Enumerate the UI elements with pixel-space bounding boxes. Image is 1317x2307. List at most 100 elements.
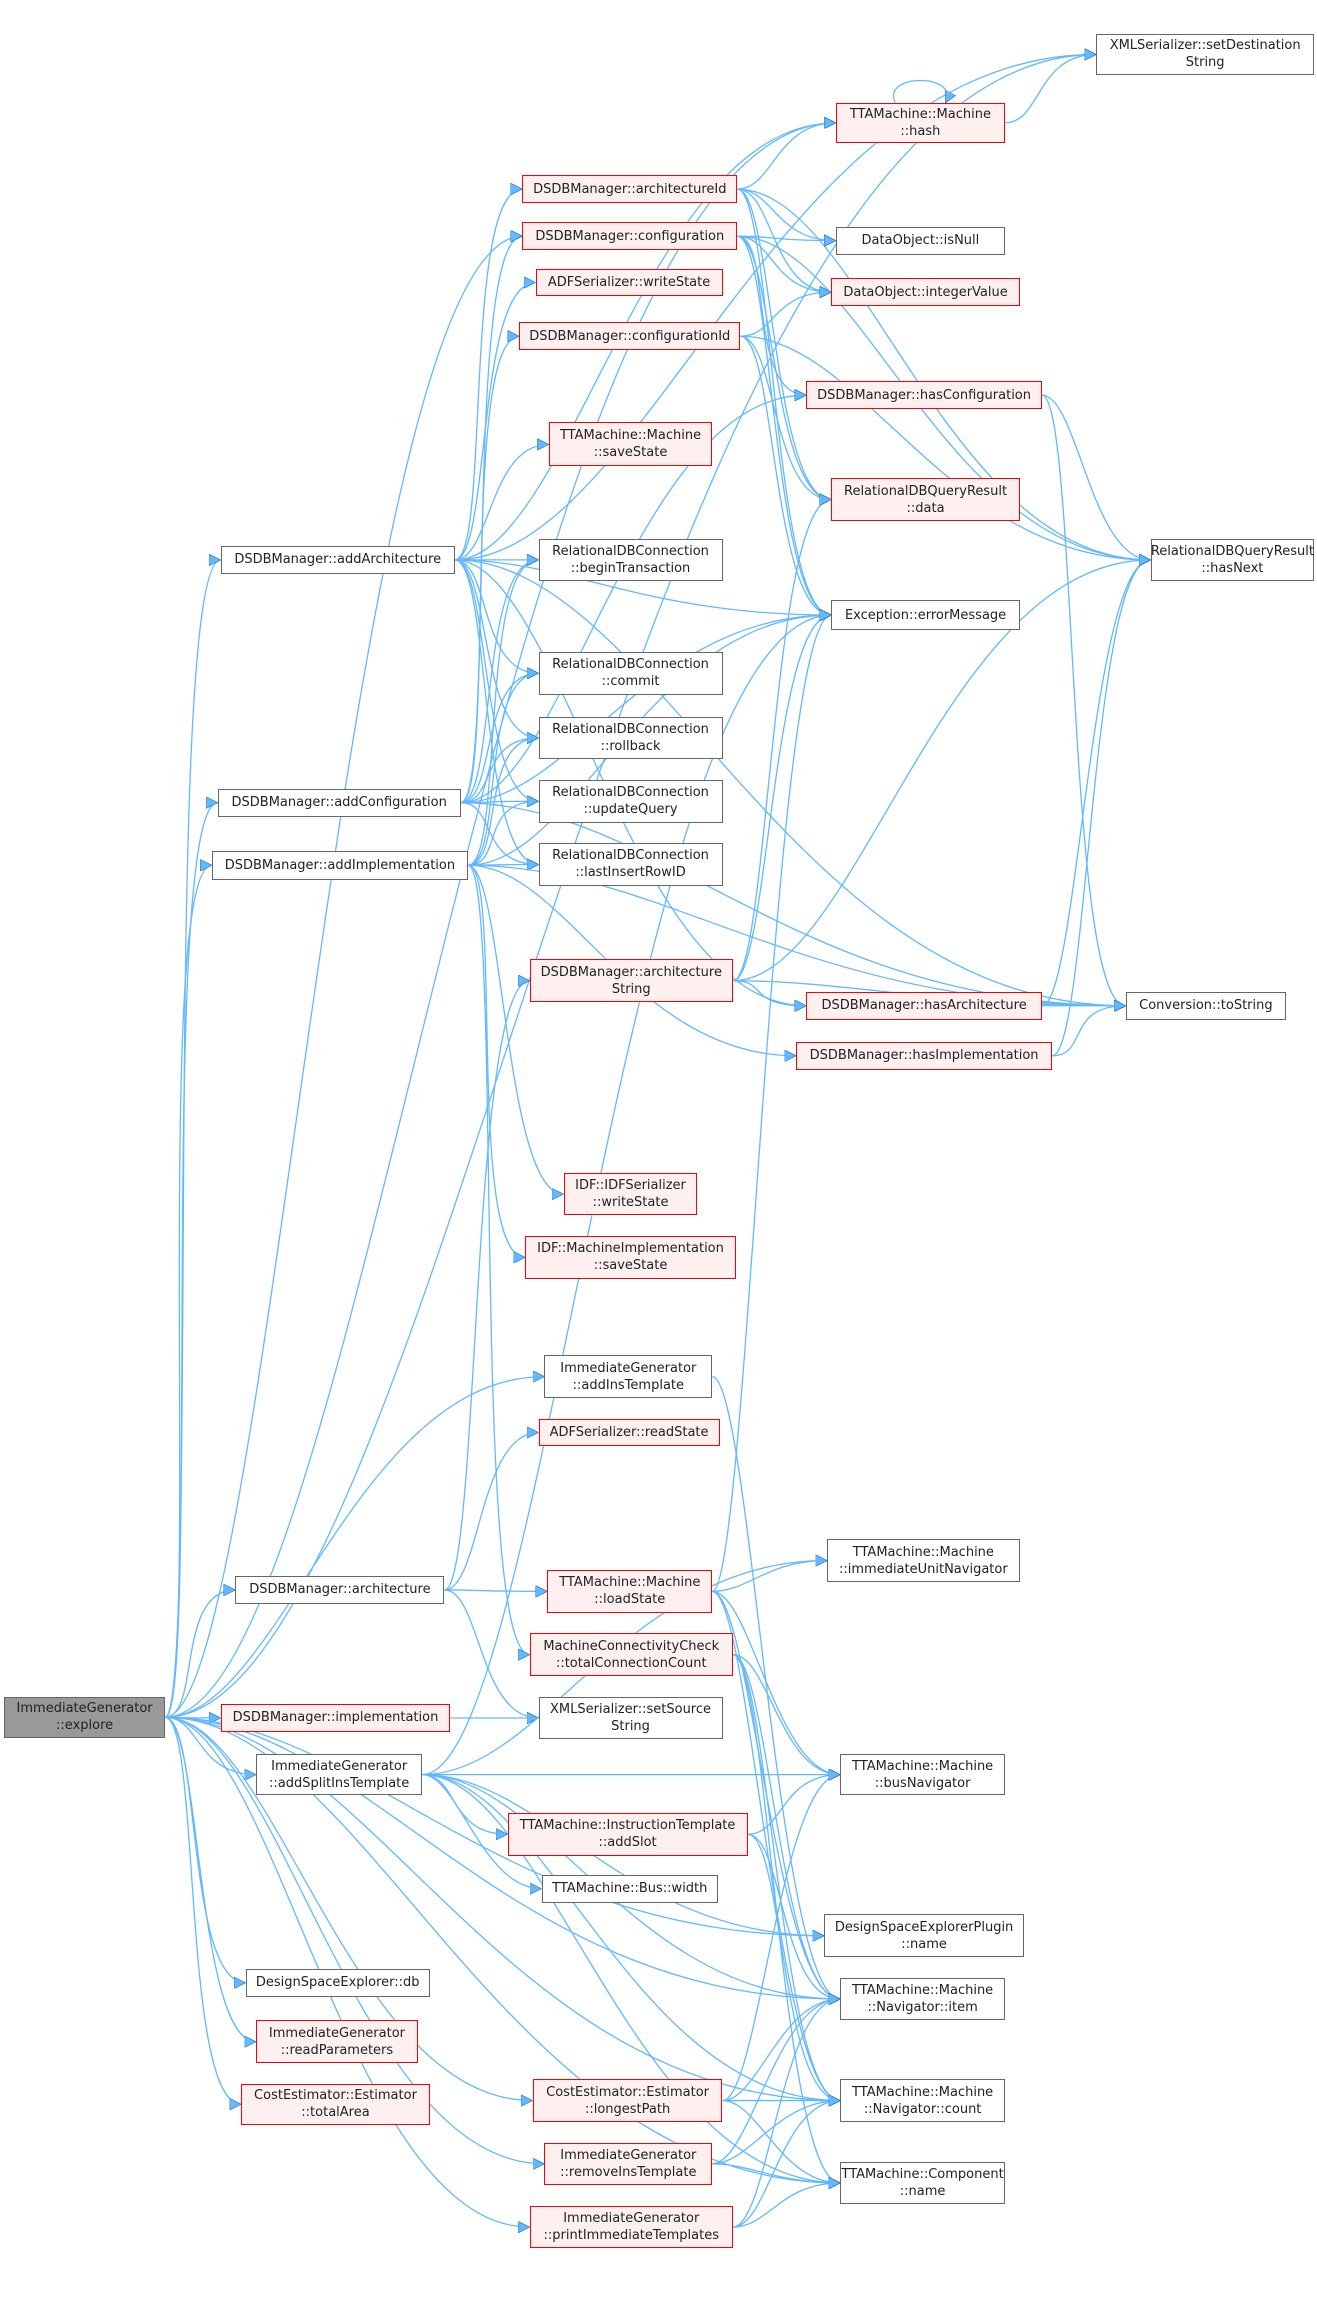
call-edge [737, 235, 831, 615]
node-last-insert[interactable]: RelationalDBConnection::lastInsertRowID [538, 843, 723, 886]
call-edge [454, 189, 523, 561]
call-edge [722, 2099, 841, 2183]
node-hash[interactable]: TTAMachine::Machine::hash [835, 103, 1006, 143]
node-load-state[interactable]: TTAMachine::Machine::loadState [547, 1570, 713, 1613]
node-label-line: ::addInsTemplate [572, 1377, 685, 1393]
node-to-string[interactable]: Conversion::toString [1125, 991, 1287, 1020]
node-total-conn[interactable]: MachineConnectivityCheck::totalConnectio… [529, 1633, 733, 1677]
call-edge [454, 559, 539, 865]
node-add-arch[interactable]: DSDBManager::addArchitecture [220, 545, 455, 574]
node-label-line: ::removeInsTemplate [560, 2164, 697, 2180]
call-edge [732, 1654, 840, 1999]
node-db[interactable]: DesignSpaceExplorer::db [245, 1968, 430, 1997]
node-label-line: ::Navigator::item [867, 2000, 978, 2016]
node-label-line: DSDBManager::addImplementation [224, 857, 456, 873]
node-label-line: MachineConnectivityCheck [543, 1638, 720, 1654]
node-label-line: DSDBManager::hasConfiguration [817, 387, 1032, 403]
node-architecture[interactable]: DSDBManager::architecture [235, 1575, 445, 1604]
node-bus-nav[interactable]: TTAMachine::Machine::busNavigator [840, 1754, 1006, 1796]
node-remove-ins-t[interactable]: ImmediateGenerator::removeInsTemplate [544, 2142, 713, 2186]
node-label-line: DSDBManager::hasImplementation [809, 1048, 1039, 1064]
call-edge [740, 335, 831, 615]
node-data[interactable]: RelationalDBQueryResult::data [831, 478, 1020, 521]
node-label-line: DataObject::integerValue [843, 284, 1008, 300]
call-edge [467, 560, 539, 866]
node-add-conf[interactable]: DSDBManager::addConfiguration [217, 788, 461, 817]
node-has-conf[interactable]: DSDBManager::hasConfiguration [806, 381, 1042, 410]
node-begin-tx[interactable]: RelationalDBConnection::beginTransaction [538, 538, 723, 582]
node-label-line: RelationalDBConnection [552, 543, 709, 559]
node-has-impl[interactable]: DSDBManager::hasImplementation [796, 1041, 1053, 1070]
node-error-message[interactable]: Exception::errorMessage [831, 600, 1020, 630]
call-edge [747, 1833, 841, 2100]
node-label-line: TTAMachine::Machine [559, 1575, 701, 1591]
node-label-line: Exception::errorMessage [844, 607, 1007, 623]
node-label-line: TTAMachine::Machine [849, 106, 991, 122]
node-label-line: DSDBManager::addConfiguration [231, 795, 447, 811]
node-print-imm[interactable]: ImmediateGenerator::printImmediateTempla… [529, 2205, 733, 2249]
node-update-query[interactable]: RelationalDBConnection::updateQuery [538, 779, 723, 823]
node-save-state[interactable]: TTAMachine::Machine::saveState [548, 422, 713, 467]
node-conf-id[interactable]: DSDBManager::configurationId [519, 322, 741, 351]
node-bus-width[interactable]: TTAMachine::Bus::width [541, 1874, 719, 1903]
node-longest-path[interactable]: CostEstimator::Estimator::longestPath [532, 2079, 723, 2122]
node-label-line: DSDBManager::implementation [232, 1710, 439, 1726]
node-plugin-name[interactable]: DesignSpaceExplorerPlugin::name [824, 1914, 1025, 1958]
node-integer-value[interactable]: DataObject::integerValue [831, 278, 1020, 307]
node-has-arch[interactable]: DSDBManager::hasArchitecture [806, 991, 1042, 1020]
call-edge [732, 1654, 840, 1775]
node-label-line: TTAMachine::InstructionTemplate [519, 1818, 736, 1834]
call-edge [164, 1377, 545, 1718]
node-rollback[interactable]: RelationalDBConnection::rollback [538, 716, 723, 760]
node-read-params[interactable]: ImmediateGenerator::readParameters [256, 2020, 418, 2064]
node-label-line: String [611, 1718, 650, 1734]
node-label-line: DSDBManager::addArchitecture [234, 552, 442, 568]
node-explore[interactable]: ImmediateGenerator::explore [4, 1696, 165, 1738]
call-edge [164, 1716, 840, 1999]
node-configuration[interactable]: DSDBManager::configuration [522, 222, 738, 251]
node-label-line: ::totalConnectionCount [555, 1655, 707, 1671]
node-add-split[interactable]: ImmediateGenerator::addSplitInsTemplate [256, 1754, 423, 1796]
call-edge [454, 559, 539, 738]
node-commit[interactable]: RelationalDBConnection::commit [538, 651, 723, 695]
node-mi-save[interactable]: IDF::MachineImplementation::saveState [525, 1236, 736, 1279]
node-label-line: DSDBManager::hasArchitecture [821, 998, 1027, 1014]
node-label-line: CostEstimator::Estimator [546, 2084, 710, 2100]
call-edge [460, 673, 539, 804]
node-label-line: ::readParameters [280, 2042, 394, 2058]
node-nav-item[interactable]: TTAMachine::Machine::Navigator::item [840, 1977, 1006, 2021]
call-edge [454, 54, 1097, 561]
node-comp-name[interactable]: TTAMachine::Component::name [840, 2161, 1006, 2205]
node-label-line: DataObject::isNull [861, 233, 980, 249]
call-edge [747, 1775, 841, 1835]
node-add-impl[interactable]: DSDBManager::addImplementation [211, 850, 468, 880]
node-idf-write[interactable]: IDF::IDFSerializer::writeState [563, 1172, 698, 1216]
call-edge [737, 188, 831, 292]
node-label-line: ::addSlot [598, 1835, 657, 1851]
node-total-area[interactable]: CostEstimator::Estimator::totalArea [241, 2083, 430, 2125]
call-edge [467, 801, 539, 866]
node-label-line: CostEstimator::Estimator [254, 2088, 417, 2104]
call-edge [164, 865, 213, 1718]
node-adf-write[interactable]: ADFSerializer::writeState [535, 269, 723, 296]
call-edge [732, 980, 807, 1006]
node-label-line: TTAMachine::Machine [852, 1544, 994, 1560]
node-arch-id[interactable]: DSDBManager::architectureId [522, 175, 738, 204]
node-has-next[interactable]: RelationalDBQueryResult::hasNext [1150, 538, 1315, 582]
node-label-line: DSDBManager::configurationId [529, 328, 731, 344]
node-add-slot[interactable]: TTAMachine::InstructionTemplate::addSlot [507, 1812, 748, 1856]
node-add-ins-t[interactable]: ImmediateGenerator::addInsTemplate [544, 1355, 713, 1398]
node-nav-count[interactable]: TTAMachine::Machine::Navigator::count [840, 2079, 1006, 2122]
node-label-line: ImmediateGenerator [560, 1360, 697, 1376]
node-label-line: ::busNavigator [874, 1775, 971, 1791]
node-is-null[interactable]: DataObject::isNull [835, 226, 1006, 255]
call-edge [732, 1654, 840, 2183]
node-iu-nav[interactable]: TTAMachine::Machine::immediateUnitNaviga… [826, 1539, 1020, 1582]
node-adf-read[interactable]: ADFSerializer::readState [538, 1418, 720, 1447]
call-edge [164, 1716, 840, 2100]
node-implementation[interactable]: DSDBManager::implementation [220, 1703, 451, 1732]
call-edge [460, 802, 539, 865]
